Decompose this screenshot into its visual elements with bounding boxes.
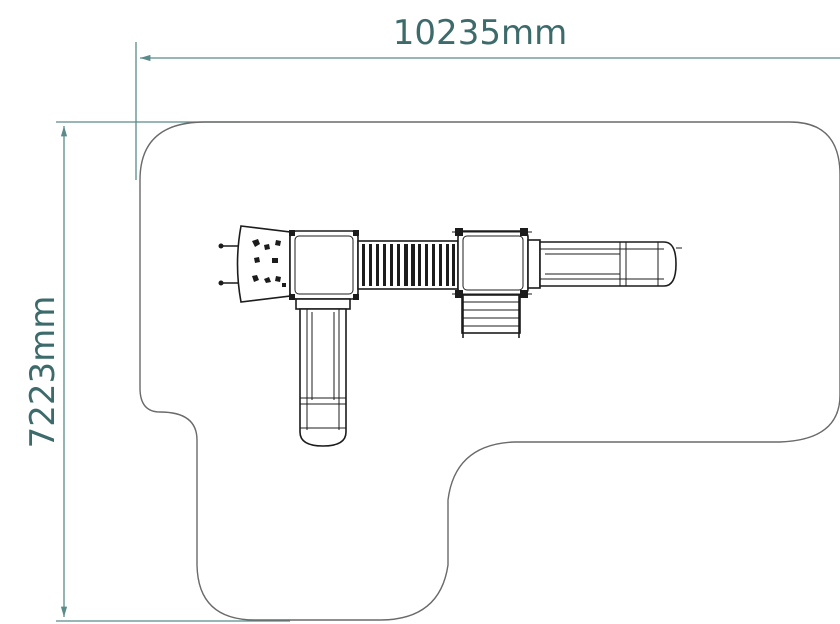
tower-deck-left xyxy=(289,230,359,300)
climbing-wall xyxy=(218,225,291,303)
tower-deck-right xyxy=(452,228,532,298)
safety-zone-outline xyxy=(139,121,840,621)
slide-vertical xyxy=(295,298,351,447)
slide-horizontal xyxy=(527,239,682,289)
width-dimension: 10235mm xyxy=(135,13,840,180)
playground-equipment xyxy=(218,225,682,447)
step-ladder xyxy=(461,294,521,338)
depth-dimension: 7223mm xyxy=(23,121,290,622)
width-dimension-label: 10235mm xyxy=(393,13,567,53)
tunnel-bridge xyxy=(357,240,459,290)
depth-dimension-label: 7223mm xyxy=(23,296,63,449)
